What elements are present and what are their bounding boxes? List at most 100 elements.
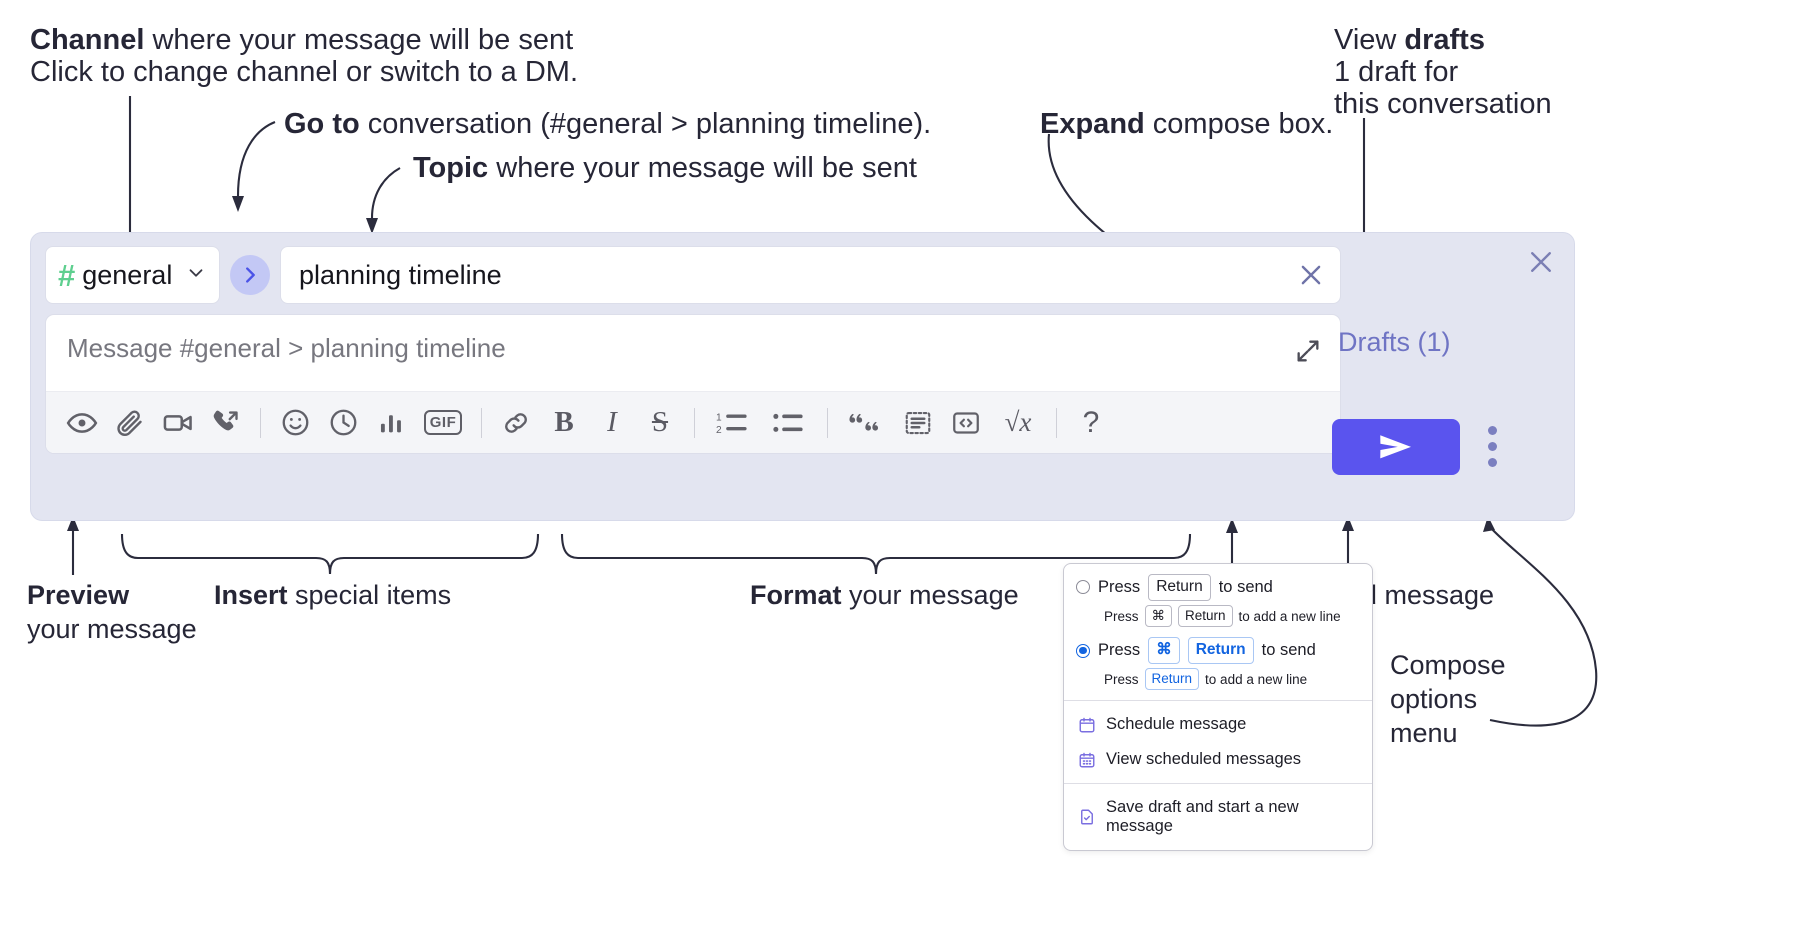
annotation-topic-rest: where your message will be sent (488, 152, 917, 184)
menu-item-save-draft[interactable]: Save draft and start a new message (1064, 790, 1372, 844)
key-return-2: Return (1178, 604, 1233, 628)
annotation-preview: Preview (27, 578, 129, 612)
annotation-drafts-line2: 1 draft for (1334, 56, 1459, 88)
chevron-right-icon (246, 267, 255, 283)
composer-header-row: # general planning timeline (45, 245, 1341, 305)
help-label: ? (1082, 405, 1100, 439)
clock-icon[interactable] (319, 401, 367, 445)
option-1-hint: Press ⌘ Return to add a new line (1104, 604, 1360, 628)
preview-icon[interactable] (58, 401, 106, 445)
calendar-icon (1078, 716, 1096, 734)
emoji-icon[interactable] (271, 401, 319, 445)
poll-icon[interactable] (367, 401, 415, 445)
bulleted-list-icon[interactable] (761, 401, 817, 445)
menu-divider-1 (1064, 700, 1372, 702)
annotation-preview-line2: your message (27, 614, 197, 644)
option-1-sub-prefix: Press (1104, 608, 1139, 624)
annotation-expand: Expand compose box. (1040, 106, 1333, 143)
hash-icon: # (58, 257, 75, 293)
toolbar-divider-2 (481, 407, 482, 438)
kebab-dot-3 (1487, 457, 1497, 467)
key-return-4: Return (1144, 668, 1200, 691)
draft-check-icon (1078, 808, 1096, 826)
call-icon[interactable] (202, 401, 250, 445)
annotation-goto-bold: Go to (284, 108, 360, 140)
video-icon[interactable] (154, 401, 202, 445)
annotation-insert-bold: Insert (214, 580, 288, 610)
option-2-sub-suffix: to add a new line (1205, 671, 1308, 687)
option-2-prefix: Press (1098, 641, 1141, 660)
link-icon[interactable] (492, 401, 540, 445)
annotation-drafts-line1: View drafts (1334, 22, 1485, 59)
composer-column: # general planning timeline M (45, 245, 1341, 454)
annotation-format: Format your message (750, 578, 1019, 612)
annotation-drafts-line3: this conversation (1334, 88, 1552, 120)
menu-divider-2 (1064, 783, 1372, 785)
annotation-channel: Channel where your message will be sent (30, 22, 573, 59)
topic-field[interactable]: planning timeline (280, 246, 1341, 304)
option-1-prefix: Press (1098, 577, 1141, 596)
channel-selector[interactable]: # general (45, 246, 220, 304)
toolbar-divider-5 (1056, 407, 1057, 438)
annotation-compose-options-line2: options (1390, 684, 1478, 714)
compose-options-leader-line (1489, 526, 1598, 727)
annotation-format-rest: your message (841, 580, 1019, 610)
send-shortcut-options: Press Return to send Press ⌘ Return to a… (1064, 564, 1372, 700)
strikethrough-icon[interactable]: S (636, 401, 684, 445)
annotation-channel-rest: where your message will be sent (144, 24, 574, 56)
clear-topic-icon[interactable] (1296, 260, 1326, 290)
calendar-grid-icon (1078, 751, 1096, 769)
compose-options-button[interactable] (1478, 417, 1506, 475)
send-button[interactable] (1332, 419, 1460, 475)
bold-icon[interactable]: B (540, 401, 588, 445)
italic-label: I (607, 406, 617, 438)
toolbar-divider (260, 407, 261, 438)
option-2-sub-prefix: Press (1104, 671, 1139, 687)
message-input-box[interactable]: Message #general > planning timeline (45, 314, 1341, 454)
close-icon[interactable] (1526, 247, 1556, 277)
annotation-drafts-plain: View (1334, 24, 1405, 56)
menu-item-schedule-message[interactable]: Schedule message (1064, 707, 1372, 742)
annotation-channel-sub: Click to change channel or switch to a D… (30, 56, 579, 88)
go-to-conversation-button[interactable] (230, 255, 270, 295)
toolbar-divider-4 (827, 407, 828, 438)
annotation-compose-options-line3: menu (1390, 718, 1458, 748)
radio-cmd-return-to-send[interactable] (1076, 643, 1090, 658)
key-return: Return (1148, 574, 1211, 601)
inline-code-icon[interactable] (942, 401, 990, 445)
menu-item-view-scheduled-messages[interactable]: View scheduled messages (1064, 742, 1372, 777)
expand-icon[interactable] (1294, 337, 1322, 370)
topic-value: planning timeline (299, 259, 502, 290)
radio-return-to-send[interactable] (1076, 580, 1090, 595)
annotation-insert-rest: special items (287, 580, 452, 610)
help-icon[interactable]: ? (1067, 401, 1115, 445)
italic-icon[interactable]: I (588, 401, 636, 445)
annotation-drafts-bold: drafts (1404, 24, 1485, 56)
key-command-2: ⌘ (1148, 637, 1180, 665)
drafts-link[interactable]: Drafts (1) (1338, 327, 1451, 357)
option-return-to-send[interactable]: Press Return to send (1076, 574, 1360, 601)
toolbar-divider-3 (694, 407, 695, 438)
key-return-3: Return (1187, 637, 1254, 665)
code-block-icon[interactable] (894, 401, 942, 445)
formatting-toolbar: GIF B I S (46, 391, 1340, 453)
attachment-icon[interactable] (106, 401, 154, 445)
option-1-suffix: to send (1218, 577, 1273, 596)
annotation-compose-options-line1: Compose (1390, 650, 1506, 680)
menu-item-label: View scheduled messages (1106, 750, 1302, 769)
schedule-section: Schedule message View scheduled messages (1064, 701, 1372, 783)
message-placeholder: Message #general > planning timeline (67, 333, 506, 363)
annotation-format-bold: Format (750, 580, 842, 610)
annotation-topic-bold: Topic (413, 152, 489, 184)
kebab-dot-2 (1487, 441, 1497, 451)
option-1-sub-suffix: to add a new line (1238, 608, 1341, 624)
annotation-preview-bold: Preview (27, 580, 130, 610)
option-cmd-return-to-send[interactable]: Press ⌘ Return to send (1076, 637, 1360, 665)
topic-leader-line (370, 167, 401, 219)
blockquote-icon[interactable] (838, 401, 894, 445)
math-icon[interactable]: √x (990, 401, 1046, 445)
math-label: √x (1004, 407, 1032, 437)
gif-icon[interactable]: GIF (415, 401, 471, 445)
